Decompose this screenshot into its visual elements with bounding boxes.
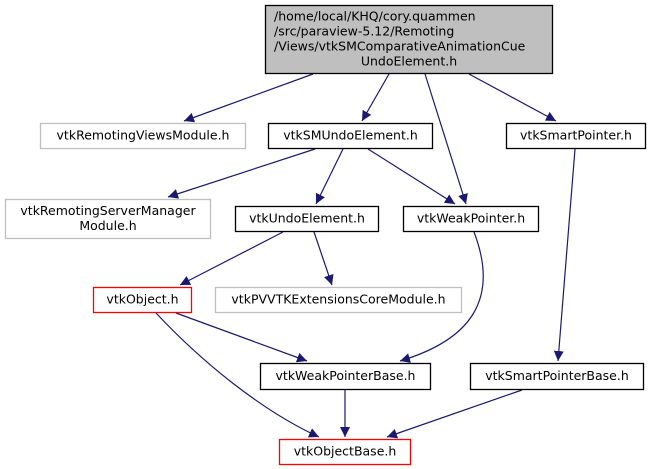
node-label: vtkRemotingServerManager: [20, 203, 196, 218]
node-vtkPVVTKExtensionsCoreModule[interactable]: vtkPVVTKExtensionsCoreModule.h: [214, 286, 463, 314]
edge-vtkUndoElement-to-vtkObject: [179, 231, 284, 286]
nodes-layer: /home/local/KHQ/cory.quammen/src/paravie…: [4, 4, 647, 466]
node-vtkWeakPointer[interactable]: vtkWeakPointer.h: [402, 205, 540, 233]
node-vtkUndoElement[interactable]: vtkUndoElement.h: [234, 205, 380, 233]
node-label: vtkRemotingViewsModule.h: [57, 128, 230, 143]
edge-root-to-vtkSMUndoElement: [361, 73, 390, 122]
node-box: [267, 122, 434, 150]
edge-vtkWeakPointer-to-vtkWeakPointerBase: [399, 231, 484, 363]
node-label: vtkUndoElement.h: [249, 211, 365, 226]
node-label: vtkSMUndoElement.h: [283, 128, 418, 143]
node-label: /src/paraview-5.12/Remoting: [274, 24, 454, 39]
node-box: [402, 205, 540, 233]
node-box: [4, 198, 212, 240]
edge-root-to-vtkRemotingViewsModule: [183, 73, 314, 123]
node-vtkWeakPointerBase[interactable]: vtkWeakPointerBase.h: [259, 362, 432, 391]
edge-vtkUndoElement-to-vtkPVVTKExtensionsCoreModule: [313, 231, 334, 286]
node-vtkRemotingViewsModule[interactable]: vtkRemotingViewsModule.h: [39, 122, 247, 150]
node-vtkSmartPointerBase[interactable]: vtkSmartPointerBase.h: [469, 362, 645, 391]
node-box: [278, 438, 412, 466]
node-label: vtkSmartPointer.h: [520, 128, 632, 143]
edge-vtkSMUndoElement-to-vtkRemotingServerManagerModule: [167, 148, 316, 199]
node-box: [469, 362, 645, 391]
node-vtkObject[interactable]: vtkObject.h: [92, 286, 193, 314]
node-box: [92, 286, 193, 314]
node-box: [214, 286, 463, 314]
node-label: vtkSmartPointerBase.h: [485, 368, 629, 383]
node-vtkSmartPointer[interactable]: vtkSmartPointer.h: [505, 122, 647, 150]
node-vtkObjectBase[interactable]: vtkObjectBase.h: [278, 438, 412, 466]
edge-vtkSMUndoElement-to-vtkWeakPointer: [367, 148, 456, 205]
edge-vtkObject-to-vtkObjectBase: [155, 312, 320, 438]
node-label: vtkWeakPointer.h: [417, 211, 525, 226]
node-box: [259, 362, 432, 391]
node-box: [264, 4, 554, 75]
node-label: /Views/vtkSMComparativeAnimationCue: [274, 39, 526, 54]
node-root[interactable]: /home/local/KHQ/cory.quammen/src/paravie…: [264, 4, 554, 75]
edge-vtkSmartPointerBase-to-vtkObjectBase: [386, 389, 523, 439]
node-box: [505, 122, 647, 150]
node-box: [39, 122, 247, 150]
node-label: vtkObjectBase.h: [294, 444, 397, 459]
edge-vtkObject-to-vtkWeakPointerBase: [175, 312, 308, 363]
edge-root-to-vtkWeakPointer: [424, 73, 468, 205]
node-label: /home/local/KHQ/cory.quammen: [274, 9, 476, 24]
edges-layer: [155, 73, 576, 439]
edge-root-to-vtkSmartPointer: [468, 73, 557, 122]
edge-vtkSMUndoElement-to-vtkUndoElement: [315, 148, 344, 205]
node-box: [234, 205, 380, 233]
node-label: vtkWeakPointerBase.h: [276, 368, 416, 383]
edge-vtkSmartPointer-to-vtkSmartPointerBase: [553, 148, 576, 362]
node-label: vtkPVVTKExtensionsCoreModule.h: [231, 292, 445, 307]
node-label: UndoElement.h: [361, 54, 457, 69]
node-label: vtkObject.h: [106, 292, 178, 307]
node-vtkSMUndoElement[interactable]: vtkSMUndoElement.h: [267, 122, 434, 150]
node-label: Module.h: [79, 218, 136, 233]
